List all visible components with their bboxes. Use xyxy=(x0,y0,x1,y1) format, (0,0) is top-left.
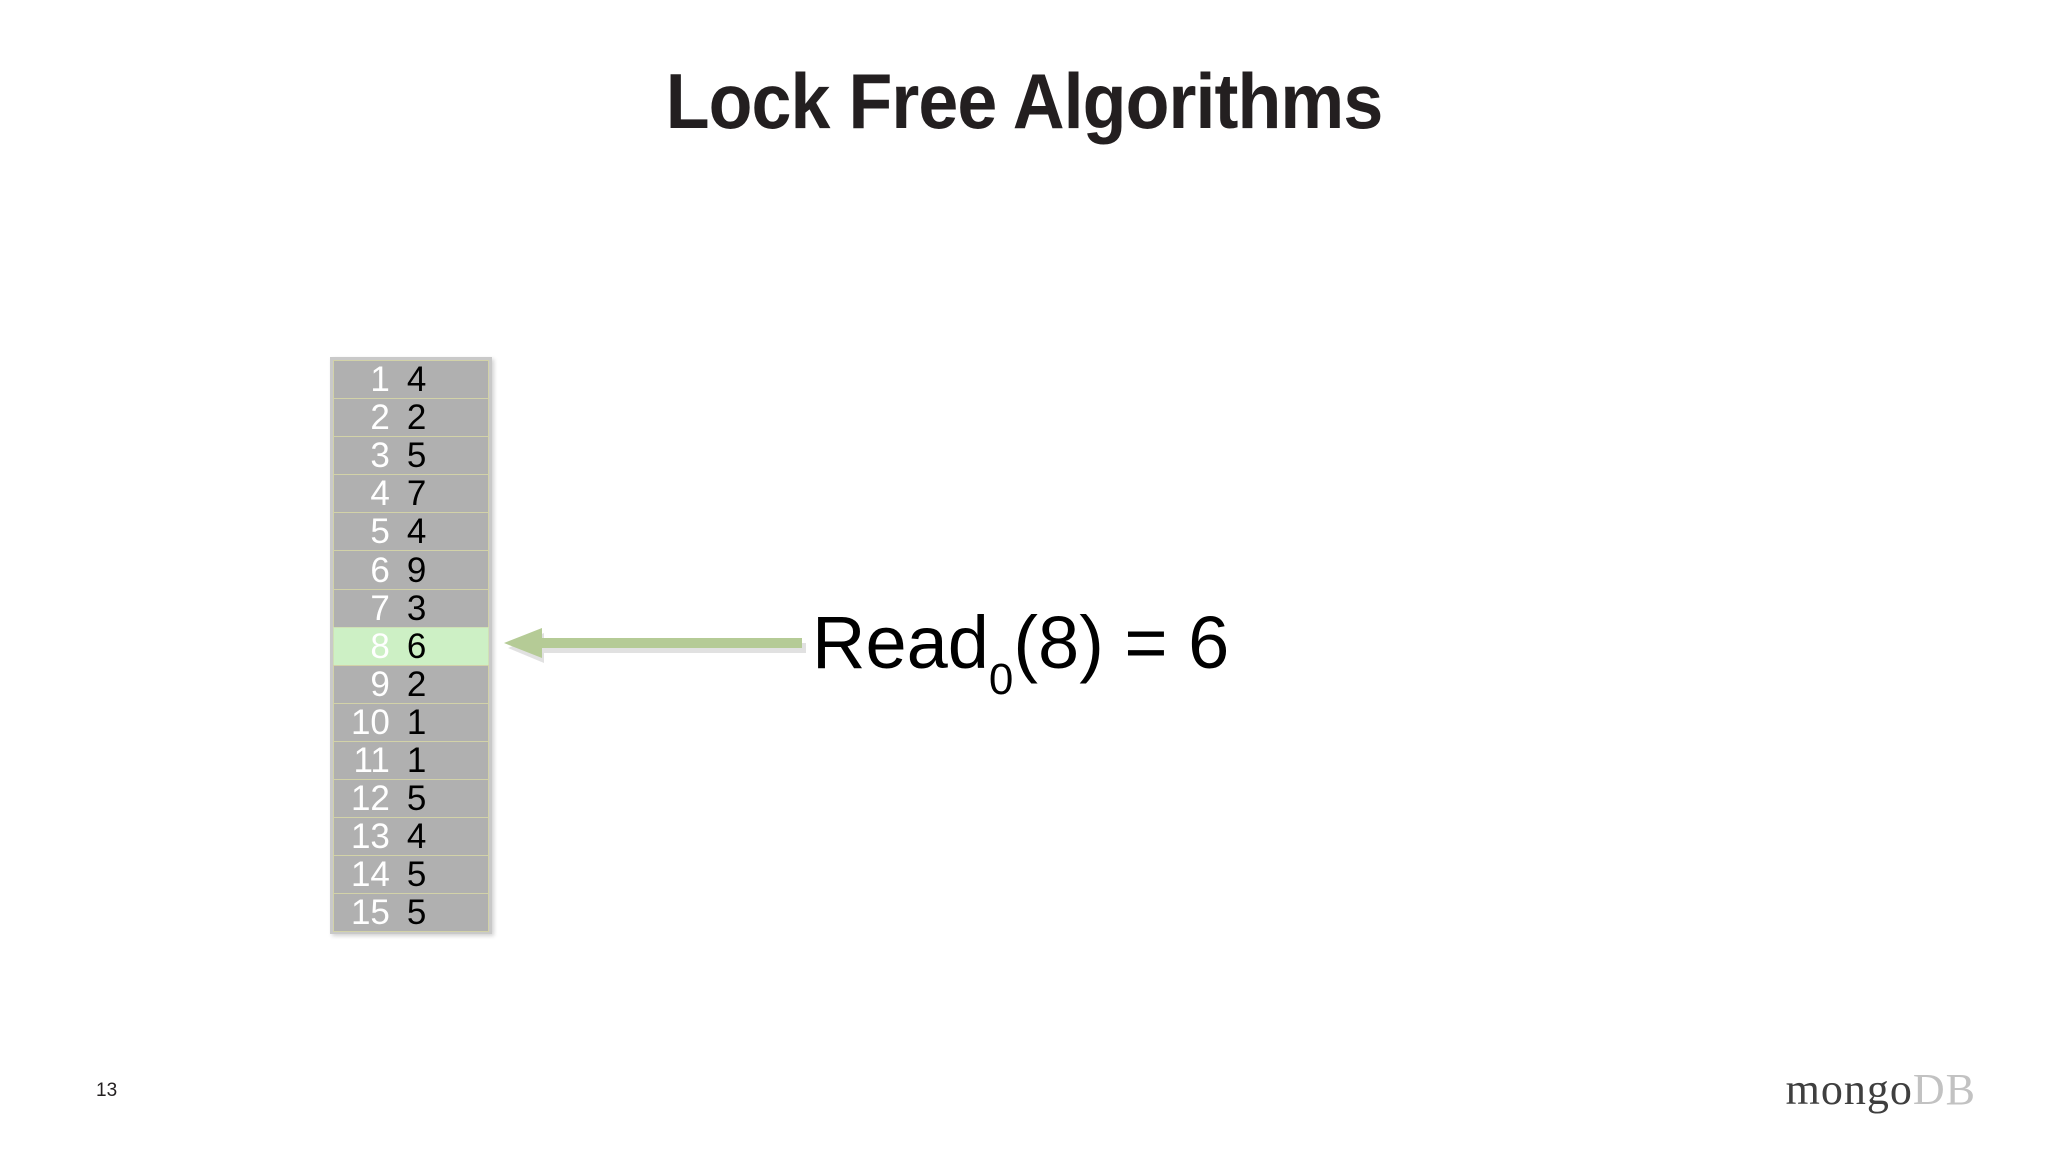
array-cell-value: 5 xyxy=(406,779,427,819)
logo-word-mongo: mongo xyxy=(1785,1065,1913,1114)
page-number: 13 xyxy=(96,1080,118,1101)
array-cell-index: 7 xyxy=(370,588,390,628)
array-cell-value: 5 xyxy=(406,893,427,933)
read-formula-suffix: (8) = 6 xyxy=(1013,601,1230,684)
array-cell-index: 2 xyxy=(370,398,390,438)
read-formula: Read0(8) = 6 xyxy=(812,606,1229,702)
array-cell-value: 5 xyxy=(406,855,427,895)
read-pointer-arrow xyxy=(504,628,806,663)
read-formula-subscript: 0 xyxy=(988,654,1014,704)
array-row: 12 5 xyxy=(333,779,489,819)
array-cell-value: 4 xyxy=(406,817,427,857)
array-cell-index: 9 xyxy=(370,664,390,704)
array-cell-index: 5 xyxy=(370,512,390,552)
array-cell-value: 2 xyxy=(406,398,427,438)
array-cell-value: 1 xyxy=(406,740,427,780)
array-cell-index: 3 xyxy=(370,436,390,476)
array-cell-value: 3 xyxy=(406,588,427,628)
array-cell-index: 8 xyxy=(370,626,390,666)
array-cell-index: 1 xyxy=(370,360,390,400)
logo-word-db: DB xyxy=(1912,1065,1976,1114)
array-cell-index: 10 xyxy=(350,702,390,742)
array-cell-value: 4 xyxy=(406,512,427,552)
array-cell-index: 14 xyxy=(350,855,390,895)
array-cell-value: 1 xyxy=(406,702,427,742)
array-cell-value: 6 xyxy=(406,626,427,666)
array-cell-value: 9 xyxy=(406,550,427,590)
array-row: 13 4 xyxy=(333,817,489,857)
mongodb-logo: mongoDB xyxy=(1786,1068,1976,1112)
array-cell-value: 7 xyxy=(406,474,427,514)
array-cell-index: 15 xyxy=(350,893,390,933)
page-title: Lock Free Algorithms xyxy=(665,57,1384,145)
array-cell-index: 6 xyxy=(370,550,390,590)
array-row: 14 5 xyxy=(333,855,489,895)
array-row: 10 1 xyxy=(333,702,489,742)
read-formula-prefix: Read xyxy=(812,601,989,684)
array-row: 15 5 xyxy=(333,893,489,933)
array-cell-index: 13 xyxy=(350,817,390,857)
array-cell-value: 5 xyxy=(406,436,427,476)
array-cell-index: 11 xyxy=(353,740,390,780)
array-cell-index: 12 xyxy=(350,779,390,819)
array-cell-index: 4 xyxy=(370,474,390,514)
array-cell-value: 4 xyxy=(406,360,427,400)
array-cell-value: 2 xyxy=(406,664,427,704)
